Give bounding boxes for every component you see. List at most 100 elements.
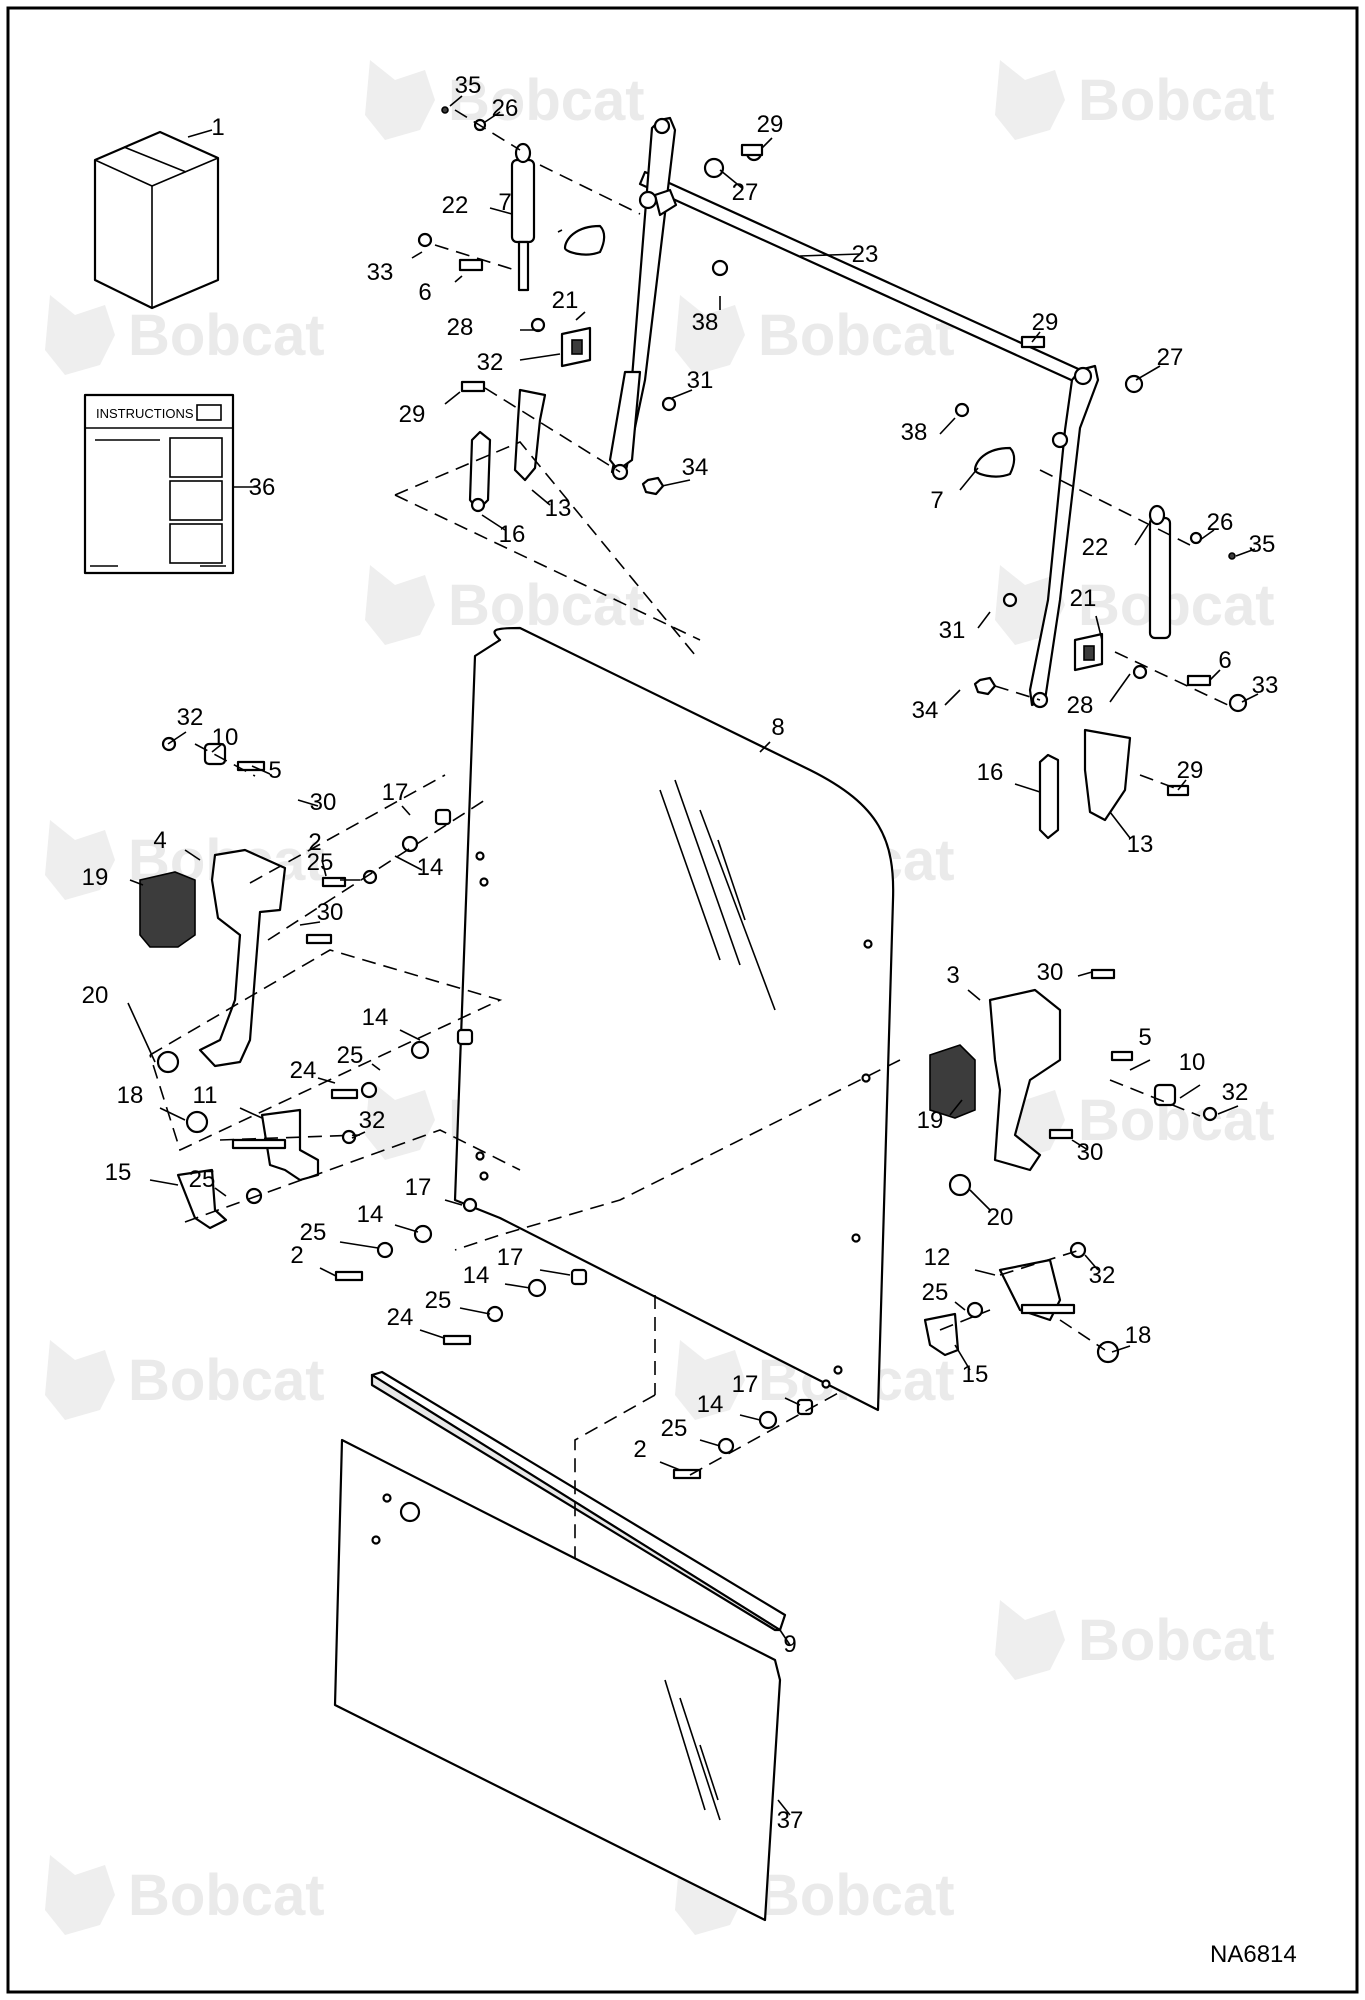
callout-number-34: 34 (912, 697, 939, 724)
callout-number-30: 30 (317, 899, 344, 926)
callout-leader-line (394, 1224, 419, 1233)
callout-leader-line (399, 1029, 421, 1041)
callout-leader-line (1135, 365, 1161, 381)
callout-number-27: 27 (732, 179, 759, 206)
watermark-logo-icon (995, 1600, 1065, 1680)
watermark-logo-icon (365, 565, 435, 645)
callout-leader-line (1129, 1059, 1151, 1071)
callout-number-32: 32 (359, 1107, 386, 1134)
callout-leader-line (761, 137, 773, 149)
callout-number-10: 10 (1179, 1049, 1206, 1076)
callout-number-25: 25 (661, 1415, 688, 1442)
callout-number-32: 32 (177, 704, 204, 731)
callout-number-6: 6 (1218, 647, 1231, 674)
callout-leader-line (167, 731, 187, 745)
callout-number-16: 16 (977, 759, 1004, 786)
part-9-seal-strip (370, 1295, 787, 1632)
callout-number-32: 32 (1089, 1262, 1116, 1289)
watermark-logo-icon (995, 60, 1065, 140)
callout-number-31: 31 (939, 617, 966, 644)
drawing-number: NA6814 (1210, 1941, 1297, 1968)
watermark-text: Bobcat (1078, 573, 1275, 638)
callout-number-7: 7 (930, 487, 943, 514)
callout-number-21: 21 (552, 287, 579, 314)
instructions-label: INSTRUCTIONS (96, 406, 194, 421)
callout-number-29: 29 (1032, 309, 1059, 336)
callout-number-23: 23 (852, 241, 879, 268)
callout-number-13: 13 (1127, 831, 1154, 858)
callout-leader-line (1199, 529, 1215, 541)
lower-center-fasteners (672, 1391, 841, 1480)
callout-leader-line (1111, 1345, 1131, 1353)
callout-number-14: 14 (697, 1391, 724, 1418)
callout-leader-line (317, 1077, 336, 1084)
callout-number-27: 27 (1157, 344, 1184, 371)
callout-leader-line (974, 1269, 996, 1276)
watermark-text: Bobcat (448, 573, 645, 638)
callout-leader-line (371, 1063, 381, 1071)
callout-leader-line (519, 353, 561, 361)
watermark-logo-icon (45, 1855, 115, 1935)
callout-leader-line (1077, 971, 1093, 977)
callout-leader-line (211, 743, 223, 753)
callout-number-18: 18 (1125, 1322, 1152, 1349)
watermark-logo-icon (675, 1340, 745, 1420)
callout-number-22: 22 (442, 192, 469, 219)
callout-leader-line (949, 1099, 963, 1116)
callout-leader-line (944, 689, 961, 706)
callout-leader-line (1071, 1139, 1089, 1151)
callout-leader-line (214, 1187, 227, 1197)
callout-leader-line (1109, 673, 1131, 703)
callout-leader-line (784, 1397, 801, 1406)
callout-leader-line (489, 207, 513, 215)
callout-leader-line (444, 391, 461, 405)
callout-number-35: 35 (1249, 531, 1276, 558)
callout-number-3: 3 (946, 962, 959, 989)
callout-number-26: 26 (492, 95, 519, 122)
callout-leader-line (251, 765, 271, 775)
watermark-text: Bobcat (1078, 1608, 1275, 1673)
callout-leader-line (1095, 615, 1103, 641)
callout-leader-line (967, 989, 981, 1001)
callout-leader-line (129, 879, 144, 886)
callout-number-33: 33 (1252, 672, 1279, 699)
callout-number-25: 25 (189, 1166, 216, 1193)
right-hinge-assembly (923, 1241, 1120, 1364)
callout-number-20: 20 (82, 982, 109, 1009)
callout-number-13: 13 (545, 495, 572, 522)
callout-leader-line (777, 1799, 791, 1816)
callout-number-25: 25 (337, 1042, 364, 1069)
callout-leader-line (339, 1241, 379, 1249)
callout-number-29: 29 (1177, 757, 1204, 784)
callout-leader-line (661, 479, 691, 487)
callout-number-12: 12 (924, 1244, 951, 1271)
callout-number-14: 14 (417, 854, 444, 881)
callout-leader-line (671, 389, 693, 399)
callout-number-25: 25 (307, 849, 334, 876)
callout-number-2: 2 (633, 1436, 646, 1463)
callout-number-30: 30 (1037, 959, 1064, 986)
callout-leader-line (1209, 669, 1221, 681)
callout-number-17: 17 (405, 1174, 432, 1201)
left-handle-assembly (139, 736, 503, 1152)
callout-number-25: 25 (922, 1279, 949, 1306)
callout-number-25: 25 (300, 1219, 327, 1246)
callout-leader-line (1134, 524, 1149, 546)
callout-leader-line (939, 417, 956, 435)
callout-number-2: 2 (308, 829, 321, 856)
left-hinge-assembly (176, 1108, 521, 1230)
callout-number-16: 16 (499, 521, 526, 548)
callout-number-7: 7 (498, 189, 511, 216)
callout-leader-line (557, 229, 563, 233)
callout-leader-line (1235, 548, 1256, 557)
callout-number-24: 24 (387, 1304, 414, 1331)
callout-number-17: 17 (382, 779, 409, 806)
callout-number-14: 14 (357, 1201, 384, 1228)
callout-leader-line (959, 467, 979, 491)
callout-leader-line (444, 1199, 463, 1206)
callout-leader-line (454, 275, 463, 283)
callout-leader-line (187, 129, 213, 138)
callout-leader-line (351, 1131, 366, 1139)
watermark-text: Bobcat (128, 1863, 325, 1928)
callout-leader-line (575, 311, 586, 321)
